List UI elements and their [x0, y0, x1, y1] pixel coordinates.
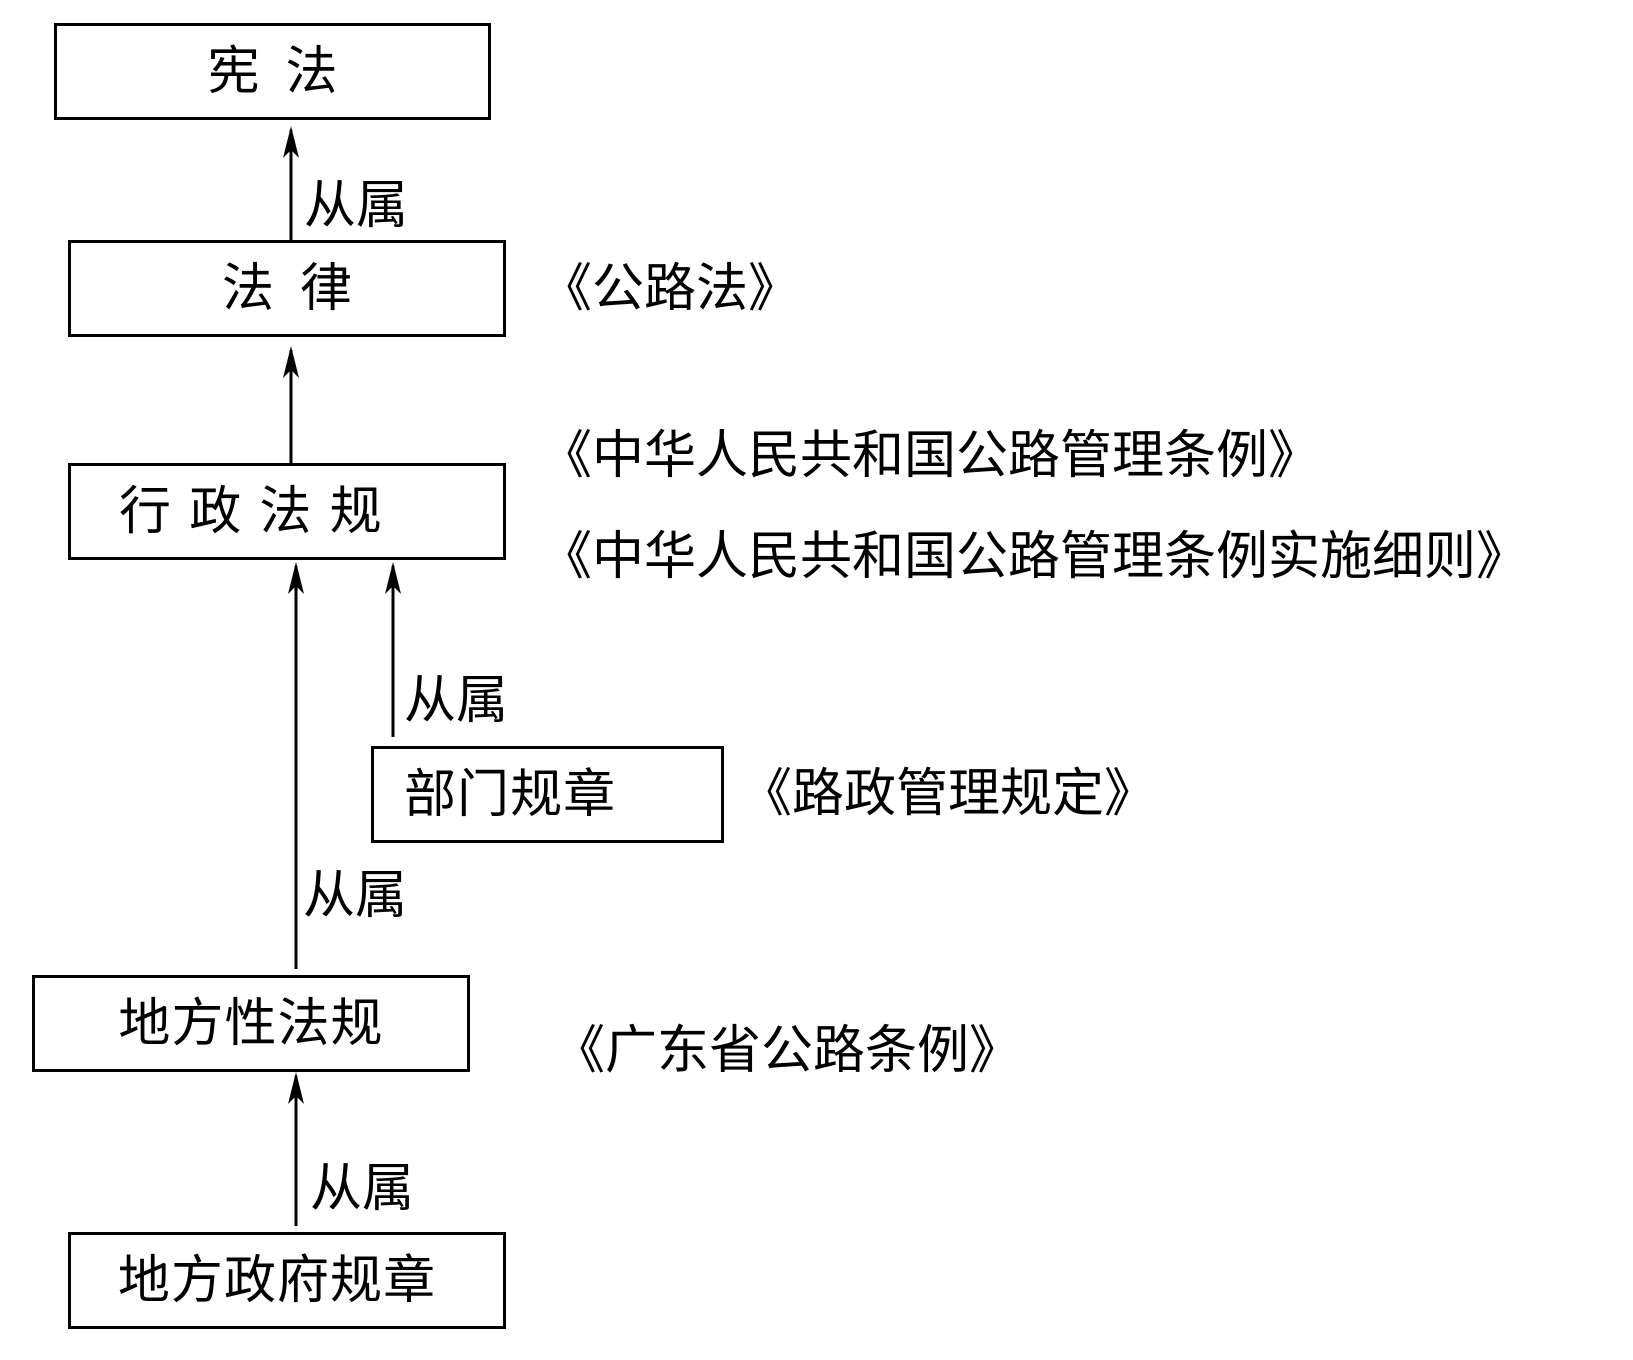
arrowhead-local-to-admin — [288, 562, 304, 594]
node-admin-regulation-label: 行政法规 — [119, 481, 400, 542]
node-local-regulation-label: 地方性法规 — [118, 993, 384, 1054]
edge-label-local-to-admin: 从属 — [303, 866, 408, 926]
node-local-gov-rules-label: 地方政府规章 — [117, 1250, 437, 1311]
node-constitution-label: 宪法 — [207, 41, 364, 102]
edge-local-to-admin — [288, 562, 304, 969]
arrowhead-dept-to-admin — [385, 562, 401, 594]
arrowhead-localgov-to-local — [288, 1072, 304, 1104]
node-dept-rules-label: 部门规章 — [404, 764, 617, 825]
example-dept: 《路政管理规定》 — [740, 764, 1157, 824]
edge-label-law-to-constitution: 从属 — [304, 176, 409, 236]
edge-law-to-constitution — [283, 126, 299, 240]
node-dept-rules: 部门规章 — [371, 746, 724, 843]
node-law-label: 法律 — [221, 258, 378, 319]
node-constitution: 宪法 — [54, 23, 491, 120]
node-law: 法律 — [68, 240, 506, 337]
arrowhead-law-to-constitution — [283, 126, 299, 158]
example-admin-2: 《中华人民共和国公路管理条例实施细则》 — [540, 527, 1529, 587]
example-admin-1: 《中华人民共和国公路管理条例》 — [540, 426, 1321, 486]
edge-label-localgov-to-local: 从属 — [310, 1159, 415, 1219]
example-local: 《广东省公路条例》 — [553, 1021, 1022, 1081]
example-law: 《公路法》 — [540, 259, 801, 319]
node-admin-regulation: 行政法规 — [68, 463, 506, 560]
edge-dept-to-admin — [385, 562, 401, 737]
node-local-regulation: 地方性法规 — [32, 975, 470, 1072]
edge-localgov-to-local — [288, 1072, 304, 1226]
edge-admin-to-law — [283, 346, 299, 463]
node-local-gov-rules: 地方政府规章 — [68, 1232, 506, 1329]
arrowhead-admin-to-law — [283, 346, 299, 378]
edge-label-dept-to-admin: 从属 — [404, 671, 509, 731]
